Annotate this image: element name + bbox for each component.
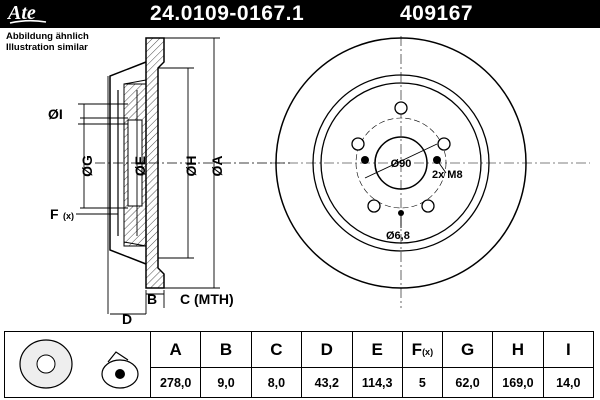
spec-value-h: 169,0 (492, 367, 544, 398)
spec-header-f-letter: F (411, 339, 423, 359)
center-bore-label: Ø90 (391, 158, 412, 170)
spec-value-b: 9,0 (200, 367, 252, 398)
side-view-drawing: ØA ØH ØE ØG ØI F (x) B C (MTH) D (48, 37, 290, 327)
spec-value-i: 14,0 (542, 367, 595, 398)
logo-swoosh-icon (9, 19, 47, 24)
spec-header-h: H (492, 330, 544, 369)
spec-header-g: G (441, 330, 494, 369)
spec-header-b: B (200, 330, 252, 369)
dim-label-e: ØE (132, 156, 148, 176)
spec-table: A B C D E F(x) G H I 278,0 9,0 8,0 43,2 … (4, 330, 595, 398)
brand-logo: Ate (8, 2, 36, 24)
spec-header-c: C (250, 330, 303, 369)
dim-label-d: D (122, 311, 132, 327)
spec-header-a: A (149, 330, 202, 369)
spec-value-d: 43,2 (301, 367, 353, 398)
dim-label-b: B (147, 291, 157, 307)
dim-label-i: ØI (48, 106, 63, 122)
rotor-thumbnail (4, 331, 151, 398)
front-leader-lines (364, 143, 447, 228)
dim-label-a: ØA (209, 156, 225, 177)
part-number: 24.0109-0167.1 (150, 2, 305, 25)
hole-label: Ø6,8 (386, 230, 410, 242)
dim-label-f: F (50, 206, 59, 222)
bolt-circle (355, 117, 447, 209)
dim-label-g: ØG (79, 155, 95, 177)
hat-edge (320, 82, 482, 244)
note-english: Illustration similar (6, 42, 88, 53)
header-bar: Ate 24.0109-0167.1 409167 (0, 0, 600, 28)
dimension-lines (76, 37, 220, 315)
note-german: Abbildung ähnlich (6, 31, 89, 42)
spec-value-a: 278,0 (149, 367, 202, 398)
spec-value-f: 5 (401, 367, 443, 398)
front-view-drawing: Ø90 2x M8 Ø6,8 (270, 36, 590, 308)
center-bore (374, 136, 428, 190)
rotor-outer-edge (275, 37, 527, 289)
spec-header-f-suffix: (x) (422, 346, 434, 357)
dim-label-h: ØH (183, 156, 199, 177)
spec-header-d: D (301, 330, 353, 369)
spec-value-row: 278,0 9,0 8,0 43,2 114,3 5 62,0 169,0 14… (5, 367, 595, 398)
spec-value-e: 114,3 (351, 367, 403, 398)
friction-inner-edge (312, 74, 490, 252)
spec-value-c: 8,0 (250, 367, 303, 398)
reference-number: 409167 (400, 2, 474, 25)
spec-value-g: 62,0 (441, 367, 494, 398)
dim-label-f-sub: (x) (63, 211, 74, 221)
spec-header-row: A B C D E F(x) G H I (4, 330, 595, 398)
lug-holes (351, 101, 451, 213)
spec-header-f: F(x) (401, 330, 443, 369)
spec-header-e: E (351, 330, 403, 369)
brake-disc-thumbnail-icon (18, 339, 139, 389)
dim-label-c: C (MTH) (180, 291, 234, 307)
spec-header-i: I (542, 330, 595, 369)
thread-label: 2x M8 (432, 169, 463, 181)
